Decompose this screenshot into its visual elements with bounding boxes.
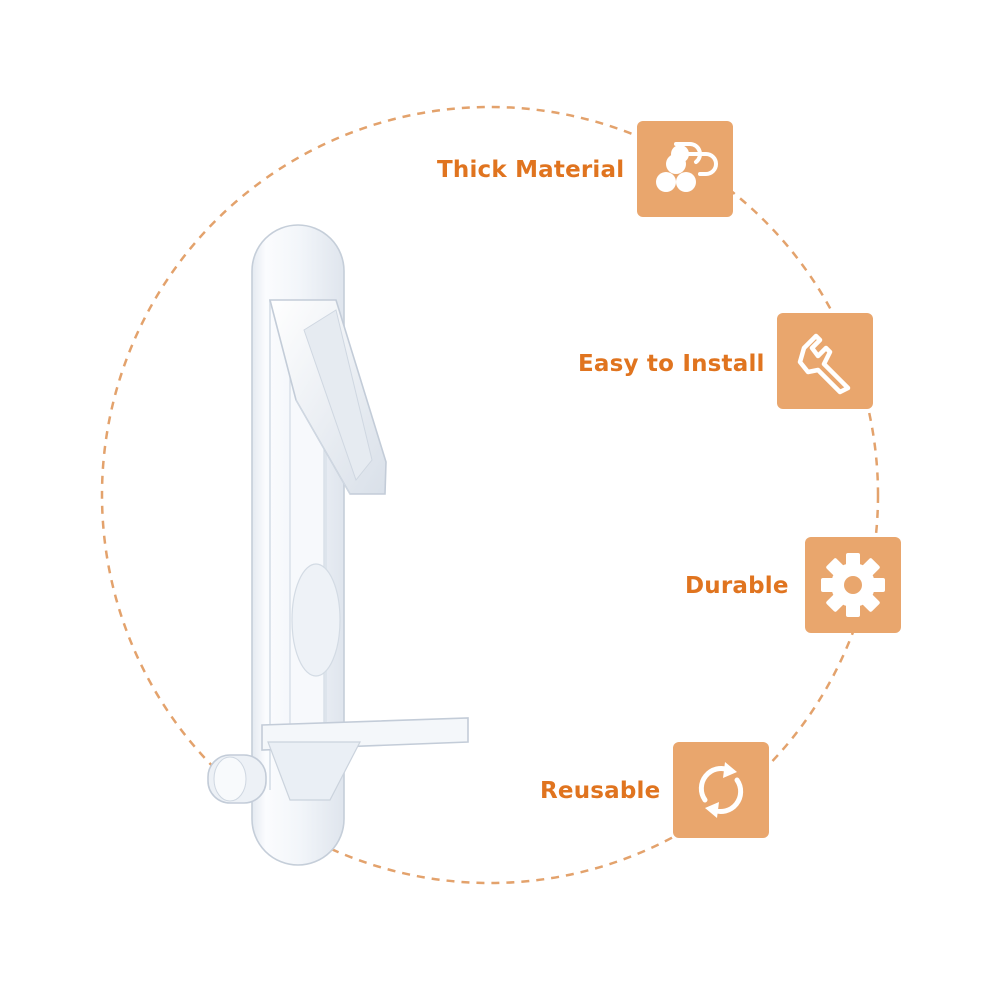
feature-badge-easy-to-install bbox=[777, 313, 873, 409]
feature-label-thick-material: Thick Material bbox=[437, 157, 625, 183]
feature-badge-durable bbox=[805, 537, 901, 633]
feature-label-durable: Durable bbox=[685, 573, 789, 599]
feature-badge-reusable bbox=[673, 742, 769, 838]
refresh-icon bbox=[698, 762, 744, 818]
gear-icon bbox=[821, 553, 885, 617]
material-rolls-icon bbox=[656, 142, 718, 192]
feature-badge-thick-material bbox=[637, 121, 733, 217]
wrench-icon bbox=[797, 333, 851, 395]
feature-label-easy-to-install: Easy to Install bbox=[578, 351, 765, 377]
feature-label-reusable: Reusable bbox=[540, 778, 661, 804]
